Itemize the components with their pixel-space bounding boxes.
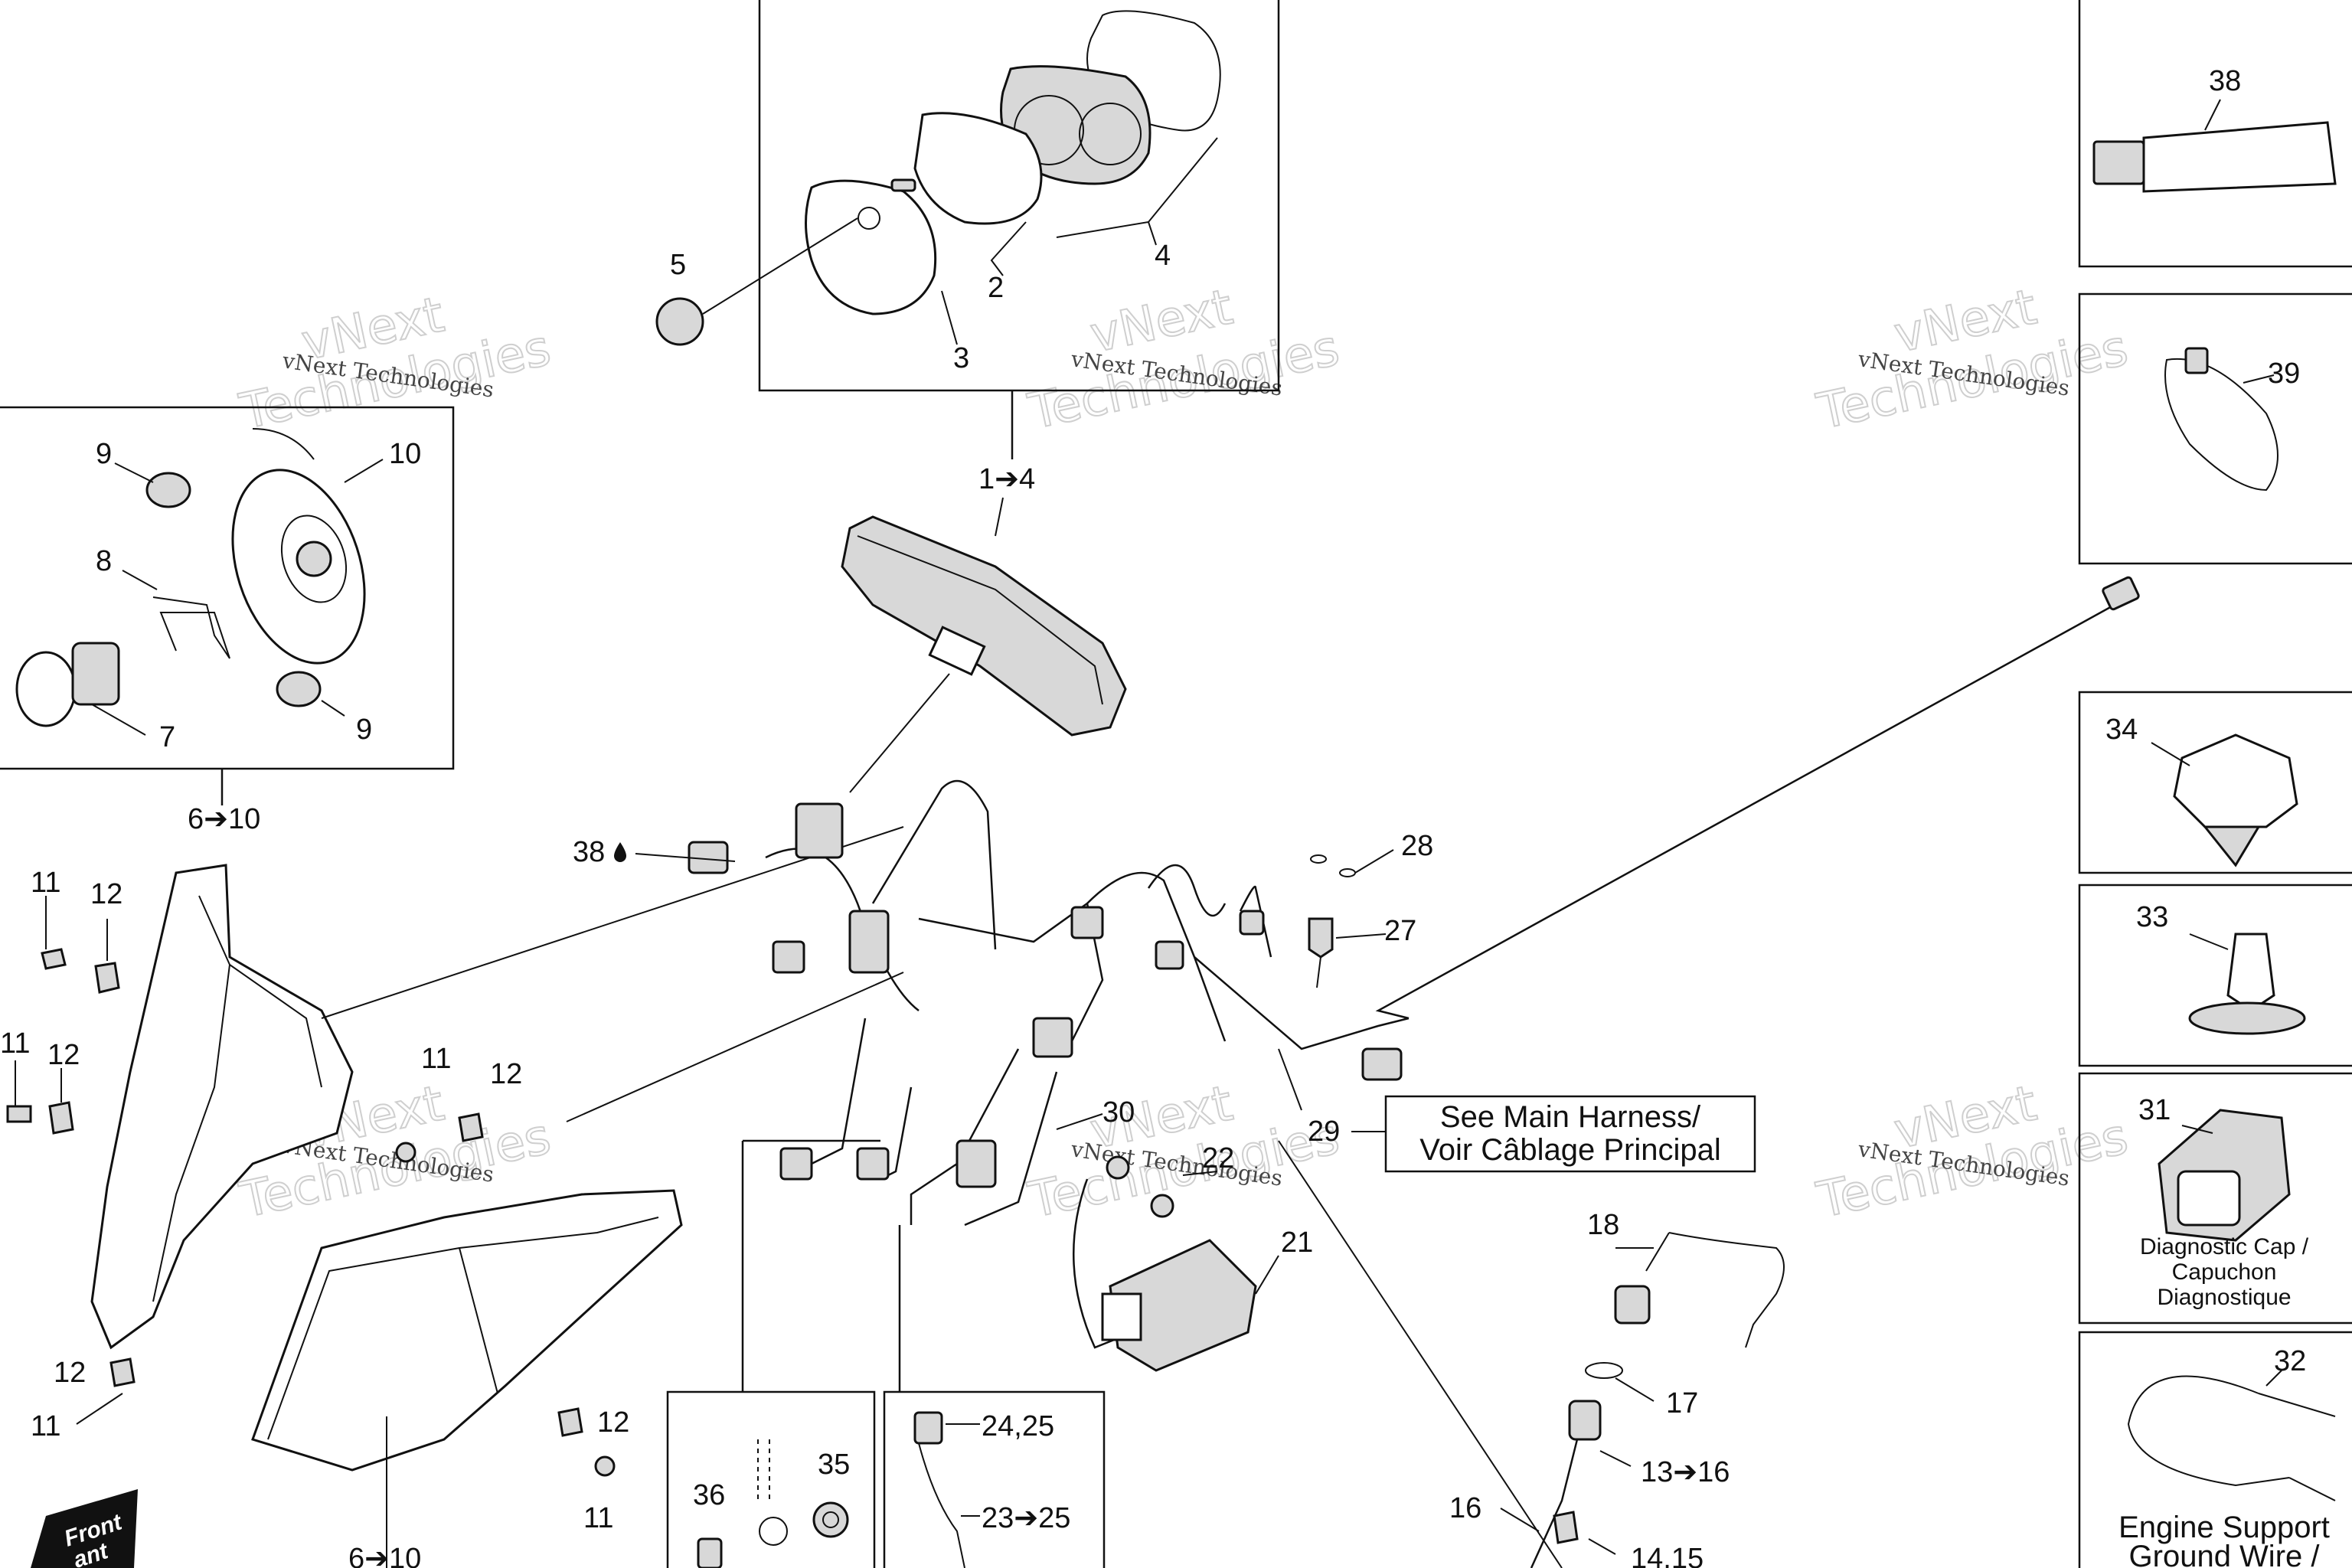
callout-31: 31 <box>2138 1094 2171 1126</box>
callout-6-10a: 6➔10 <box>188 803 260 835</box>
bottom-box-right <box>883 1225 1106 1568</box>
svg-text:See Main Harness/: See Main Harness/ <box>1440 1100 1701 1134</box>
watermark-6: vNext Technologies vNext Technologies <box>1811 1074 2134 1230</box>
callout-30: 30 <box>1102 1096 1135 1129</box>
callout-7: 7 <box>159 721 175 753</box>
callout-11a: 11 <box>31 867 60 899</box>
box-32-ground-wire <box>2078 1331 2352 1568</box>
callout-23-25: 23➔25 <box>982 1502 1070 1534</box>
main-wiring-harness <box>635 576 2140 1349</box>
callout-18: 18 <box>1587 1209 1619 1241</box>
callout-9a: 9 <box>96 438 112 470</box>
gauge-cluster-assembled <box>841 497 1127 793</box>
headlight-bulb-box <box>0 406 455 805</box>
watermark-2: vNext Technologies vNext Technologies <box>1023 278 1345 441</box>
callout-17: 17 <box>1666 1387 1698 1419</box>
front-direction-badge: Front ant <box>31 1489 138 1568</box>
callout-11d: 11 <box>31 1410 60 1442</box>
bottom-box-left <box>666 1139 880 1568</box>
watermark-1: vNext Technologies vNext Technologies <box>234 286 557 441</box>
callout-38-drop: 38 <box>573 836 605 868</box>
callout-36: 36 <box>693 1479 725 1511</box>
box-34-clip <box>2078 691 2352 874</box>
diag-cap-label-1: Diagnostic Cap / <box>2140 1234 2309 1259</box>
callout-5: 5 <box>670 249 686 281</box>
callout-35: 35 <box>818 1449 850 1481</box>
callout-33: 33 <box>2136 901 2168 933</box>
callout-9b: 9 <box>356 714 372 746</box>
sealant-drop-icon <box>614 842 626 862</box>
callout-12c: 12 <box>490 1058 522 1090</box>
box-31-diagnostic-cap <box>2078 1072 2352 1325</box>
callout-1-4: 1➔4 <box>978 463 1035 495</box>
callout-11c: 11 <box>421 1043 451 1075</box>
callout-10: 10 <box>389 438 421 470</box>
callout-8: 8 <box>96 545 112 577</box>
callout-24-25: 24,25 <box>982 1410 1054 1442</box>
svg-text:Voir Câblage Principal: Voir Câblage Principal <box>1419 1133 1721 1167</box>
callout-11e: 11 <box>583 1502 613 1534</box>
callout-32: 32 <box>2274 1345 2306 1377</box>
callout-16: 16 <box>1449 1492 1481 1524</box>
box-39-cable-tie <box>2078 292 2352 565</box>
callout-29: 29 <box>1308 1116 1340 1148</box>
callout-3: 3 <box>953 342 969 374</box>
diag-cap-label-2: Capuchon <box>2172 1259 2277 1285</box>
callout-2: 2 <box>988 272 1004 304</box>
callout-4: 4 <box>1155 240 1171 272</box>
callout-34: 34 <box>2105 714 2138 746</box>
callout-27: 27 <box>1384 915 1416 947</box>
ground-wire-label-1: Engine Support <box>2118 1511 2330 1544</box>
callout-13-16: 13➔16 <box>1641 1456 1730 1488</box>
box-38-sealant-tube <box>2078 0 2352 268</box>
gauge-cluster-box <box>655 0 1280 459</box>
box-33-push-rivet <box>2078 884 2352 1067</box>
callout-39: 39 <box>2268 358 2300 390</box>
headlight-lens-assembly <box>251 972 904 1472</box>
callout-14-15: 14,15 <box>1631 1543 1704 1568</box>
fasteners <box>6 896 616 1477</box>
main-harness-note: See Main Harness/ Voir Câblage Principal <box>1384 1095 1756 1173</box>
headlight-housing <box>90 826 904 1350</box>
callout-6-10b: 6➔10 <box>348 1543 421 1568</box>
callout-28: 28 <box>1401 830 1433 862</box>
callout-12e: 12 <box>597 1406 629 1439</box>
callout-21: 21 <box>1281 1227 1313 1259</box>
callout-11b: 11 <box>0 1027 30 1060</box>
relay-and-sensors <box>1101 849 1394 1372</box>
ground-wire-label-2: Ground Wire / <box>2129 1540 2321 1568</box>
watermark-3: vNext Technologies vNext Technologies <box>1811 278 2134 441</box>
callout-12d: 12 <box>54 1357 86 1389</box>
callout-38: 38 <box>2209 65 2241 97</box>
callout-12b: 12 <box>47 1039 80 1071</box>
watermark-5: vNext Technologies vNext Technologies <box>1023 1074 1345 1230</box>
dess-lanyard <box>1278 1140 1785 1568</box>
callout-12a: 12 <box>90 878 122 910</box>
diag-cap-label-3: Diagnostique <box>2157 1285 2291 1310</box>
callout-22: 22 <box>1202 1142 1234 1174</box>
